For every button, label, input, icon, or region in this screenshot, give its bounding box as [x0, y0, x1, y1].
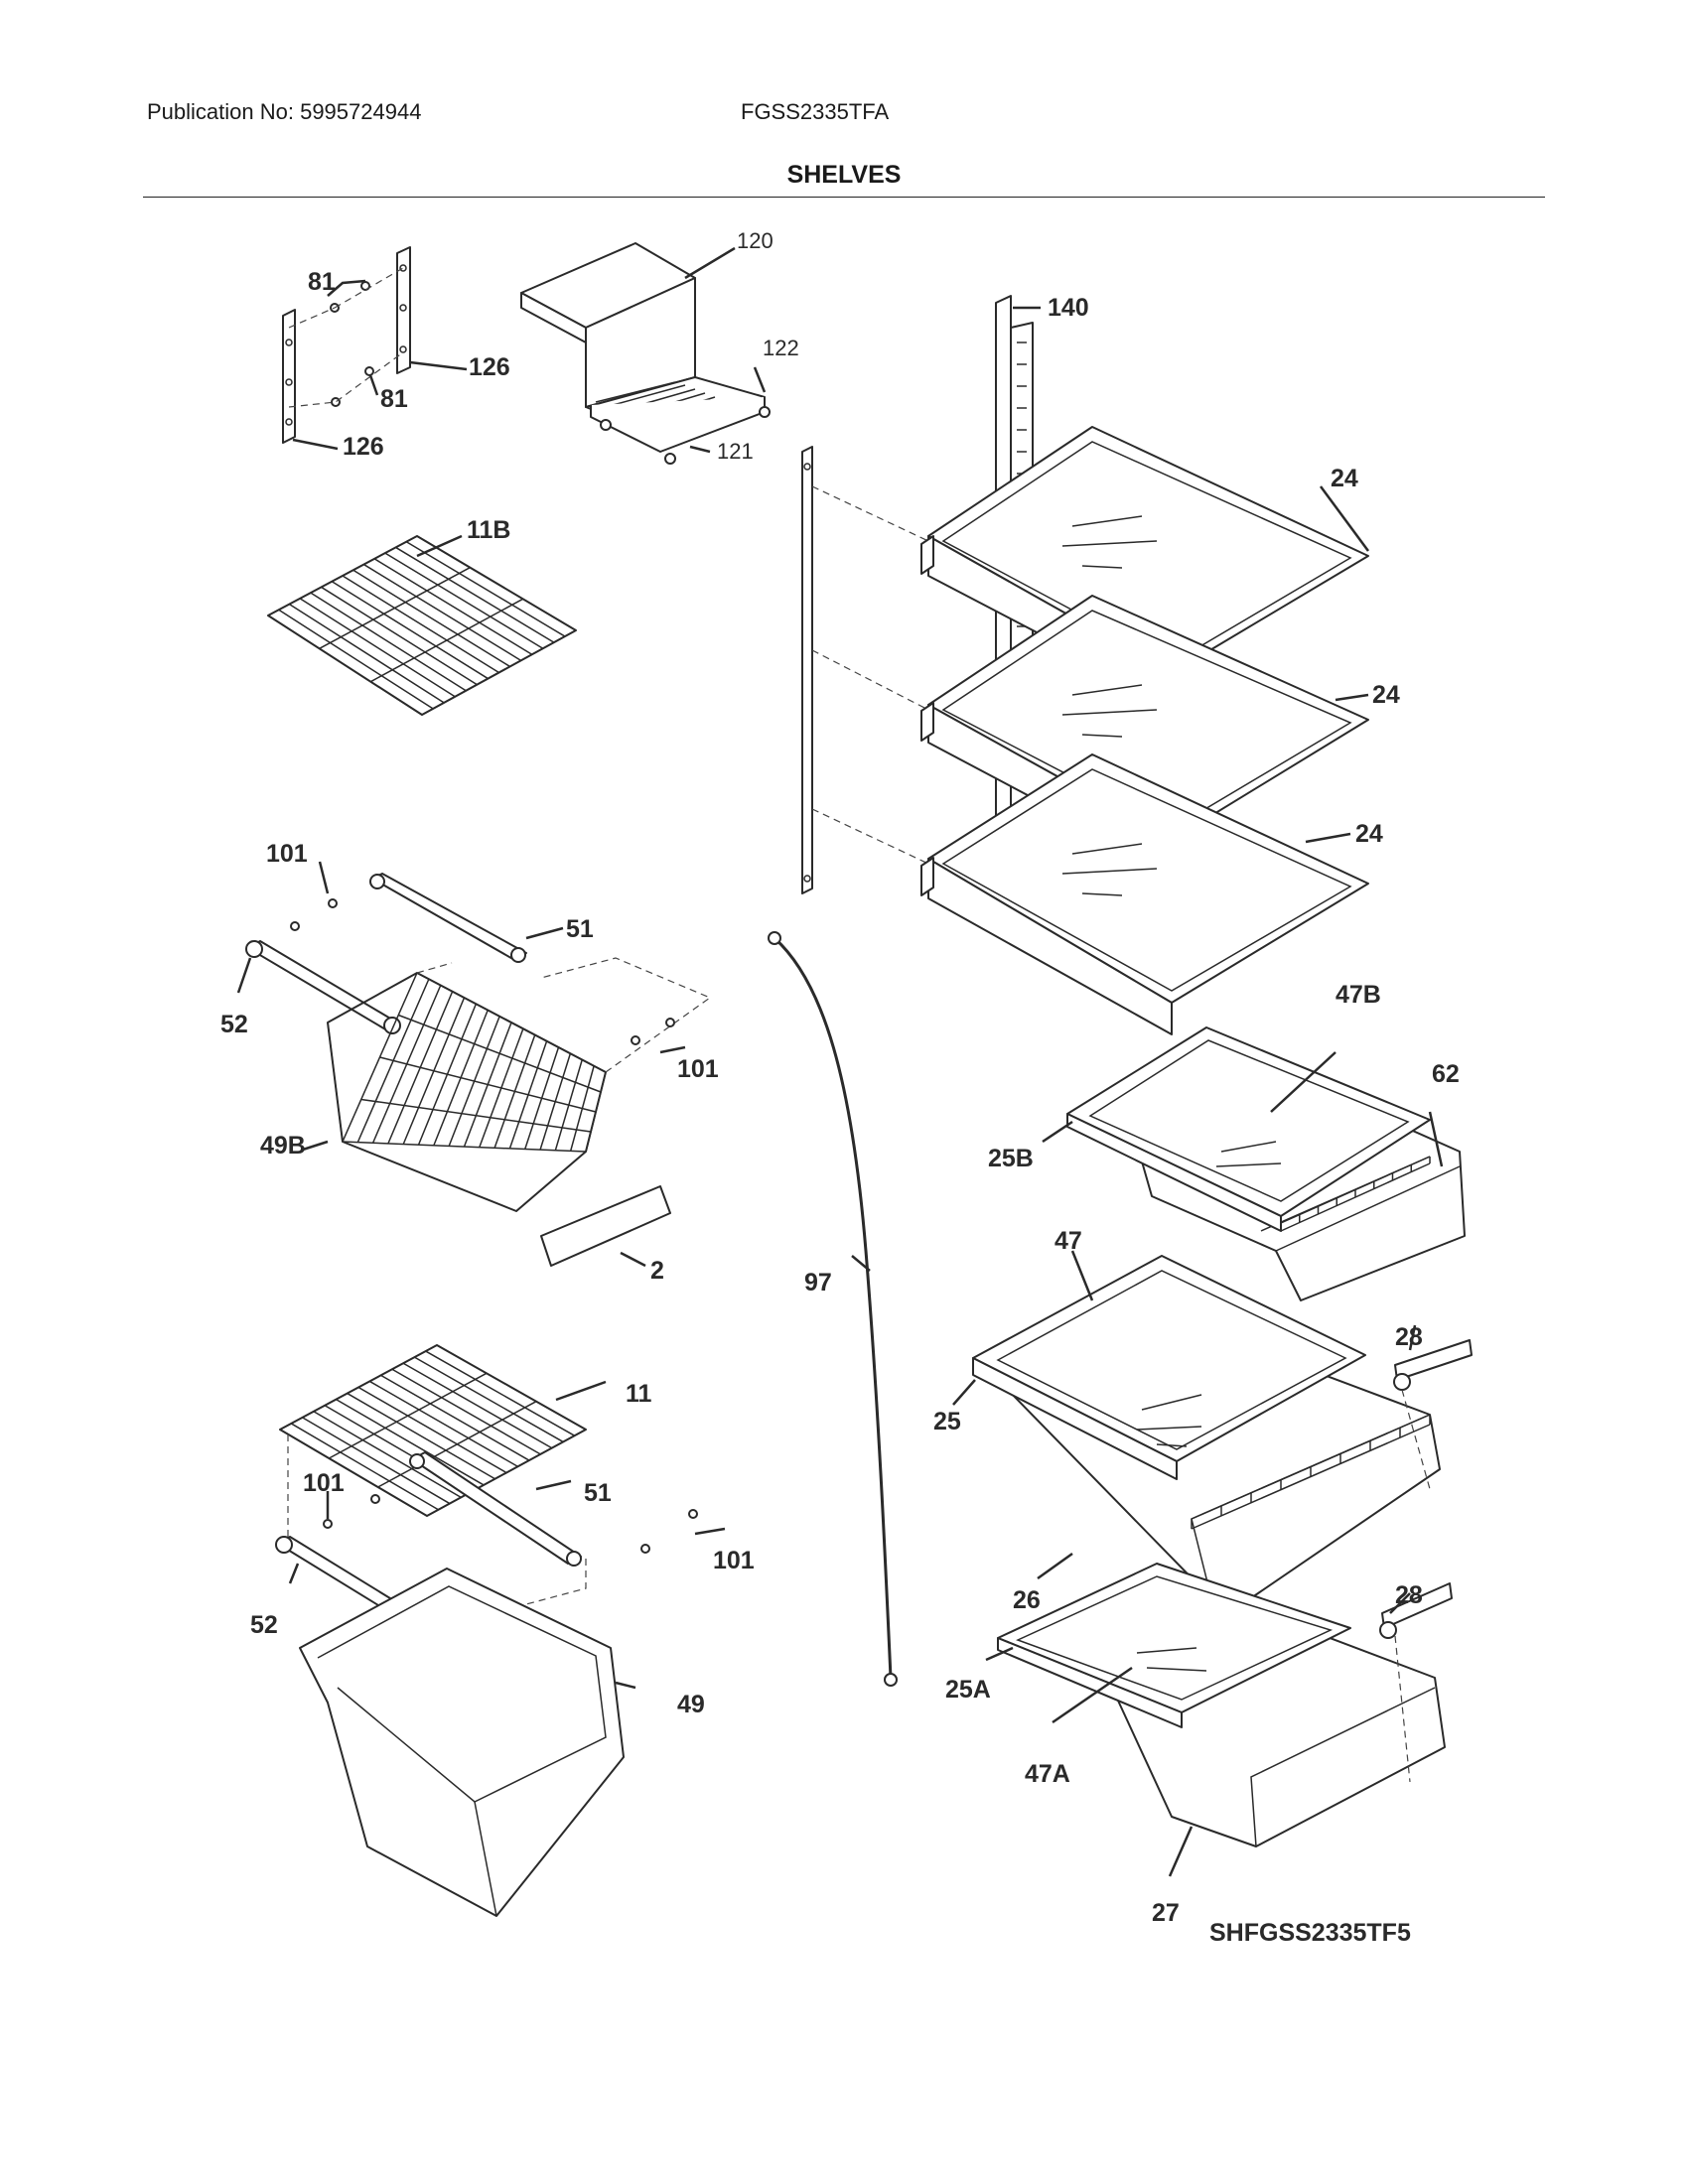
callout-28-lower: 28: [1395, 1581, 1423, 1609]
wire-shelf-11: [279, 1344, 587, 1517]
crisper-cover-25: [972, 1255, 1366, 1480]
callout-51-upper: 51: [566, 915, 594, 943]
screws-101-upper: [290, 898, 675, 1045]
callout-2: 2: [650, 1257, 664, 1285]
callout-52-lower: 52: [250, 1611, 278, 1639]
basket-slide-51-upper: [369, 873, 527, 963]
callout-101-c: 101: [303, 1469, 345, 1497]
shelf-bracket-left: [282, 309, 296, 444]
callout-120: 120: [737, 228, 774, 253]
wire-shelf-11B: [267, 535, 577, 716]
callout-47B: 47B: [1336, 981, 1381, 1009]
model-number: FGSS2335TFA: [741, 99, 890, 124]
callout-121: 121: [717, 439, 754, 464]
callout-101-a: 101: [266, 840, 308, 868]
callout-52-upper: 52: [220, 1011, 248, 1038]
callout-24-top: 24: [1331, 465, 1358, 492]
callout-62: 62: [1432, 1060, 1460, 1088]
freezer-bin-49: [299, 1568, 625, 1917]
callout-26: 26: [1013, 1586, 1041, 1614]
callout-81-bottom: 81: [380, 385, 408, 413]
callout-47: 47: [1055, 1227, 1082, 1255]
callout-28-upper: 28: [1395, 1323, 1423, 1351]
callout-140: 140: [1048, 294, 1089, 322]
shelf-rail-left: [801, 446, 929, 894]
diagram-code: SHFGSS2335TF5: [1209, 1919, 1411, 1947]
crisper-slide-28-lower: [1379, 1582, 1453, 1783]
crisper-cover-25B: [1066, 1026, 1431, 1232]
callout-51-lower: 51: [584, 1479, 612, 1507]
callout-11: 11: [626, 1380, 652, 1408]
callout-24-middle: 24: [1372, 681, 1400, 709]
callout-101-b: 101: [677, 1055, 719, 1083]
callout-122: 122: [763, 336, 799, 360]
crisper-cover-25A: [997, 1563, 1351, 1728]
publication-number: Publication No: 5995724944: [147, 99, 422, 124]
callout-81-top: 81: [308, 268, 336, 296]
basket-shield-2: [540, 1185, 671, 1267]
callout-11B: 11B: [467, 516, 510, 544]
callout-labels: 81 81 126 126 120 122 121 140 11B 24 24 …: [220, 228, 1460, 1927]
crisper-slide-28-upper: [1393, 1339, 1473, 1490]
callout-49B: 49B: [260, 1132, 306, 1160]
callout-97: 97: [804, 1269, 832, 1297]
shelf-bracket-right: [396, 246, 411, 374]
callout-126-right: 126: [469, 353, 510, 381]
header-divider: [143, 197, 1545, 198]
wine-rack-120: [520, 242, 771, 465]
callout-25B: 25B: [988, 1145, 1034, 1172]
wire-basket-49B: [327, 957, 712, 1212]
callout-126-left: 126: [343, 433, 384, 461]
callout-101-d: 101: [713, 1547, 755, 1574]
basket-slide-51-lower: [409, 1451, 582, 1567]
water-tube-97: [768, 931, 898, 1687]
page-title: SHELVES: [786, 161, 902, 189]
callout-24-bottom: 24: [1355, 820, 1383, 848]
callout-25: 25: [933, 1408, 961, 1435]
glass-shelf-24-bottom: [920, 753, 1369, 1035]
callout-47A: 47A: [1025, 1760, 1070, 1788]
callout-27: 27: [1152, 1899, 1180, 1927]
basket-slide-52-upper: [245, 940, 401, 1034]
callout-49: 49: [677, 1691, 705, 1718]
callout-25A: 25A: [945, 1676, 991, 1704]
